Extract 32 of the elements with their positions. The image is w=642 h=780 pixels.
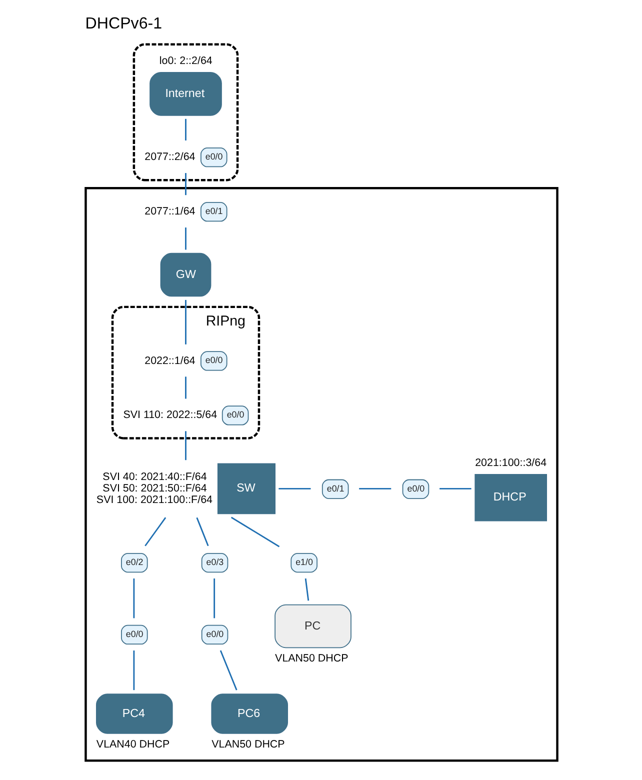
node-label: 2077::2/64 — [144, 151, 195, 164]
connector — [132, 650, 134, 690]
connector — [219, 650, 237, 690]
connector — [144, 517, 166, 546]
connector — [278, 488, 310, 490]
node-label: SVI 40: 2021:40::F/64 — [102, 470, 206, 483]
connector — [184, 300, 186, 344]
connector — [184, 173, 186, 196]
connector — [132, 578, 134, 618]
cluster — [84, 187, 558, 762]
connector — [196, 517, 208, 546]
connector — [184, 228, 186, 250]
node-label: 2077::1/64 — [144, 206, 195, 218]
node-label: VLAN50 DHCP — [211, 738, 284, 750]
node-label: SVI 50: 2021:50::F/64 — [102, 482, 206, 494]
node-label: SVI 110: 2022::5/64 — [122, 409, 217, 422]
node-label: VLAN50 DHCP — [274, 652, 348, 665]
node-label: 2021:100::3/64 — [474, 457, 546, 470]
connector — [213, 578, 215, 618]
connector — [184, 431, 186, 460]
connector — [230, 516, 280, 548]
connector — [304, 578, 309, 601]
connector — [184, 118, 186, 140]
diagram-title: DHCPv6-1 — [84, 14, 162, 33]
connector — [358, 488, 391, 490]
node-label: VLAN40 DHCP — [96, 738, 170, 750]
connector — [184, 376, 186, 399]
node-label: SVI 100: 2021:100::F/64 — [96, 494, 212, 506]
node-label: 2022::1/64 — [144, 354, 195, 367]
cluster — [132, 43, 238, 182]
node-label: lo0: 2::2/64 — [158, 55, 212, 68]
connector — [439, 488, 471, 490]
